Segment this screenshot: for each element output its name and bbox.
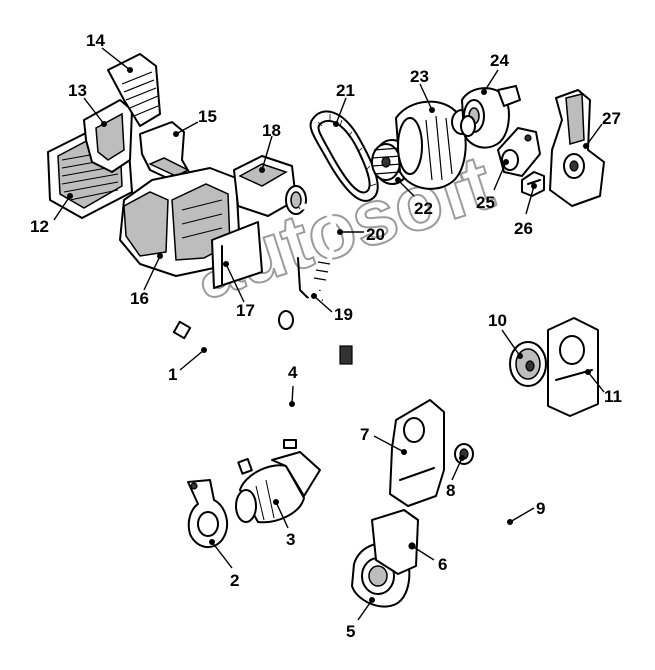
callout-8: 8: [446, 481, 455, 500]
engine-mount-bracket: [549, 89, 605, 207]
callout-13: 13: [68, 81, 87, 100]
breather-pipe: [278, 257, 323, 330]
callout-12: 12: [30, 217, 49, 236]
vacuum-pump: [235, 451, 321, 524]
callout-23: 23: [410, 67, 429, 86]
mounting-bracket: [211, 221, 263, 289]
callout-9: 9: [536, 499, 545, 518]
camshaft-sprocket: [509, 341, 547, 387]
middle-timing-cover: [389, 399, 445, 507]
callout-17: 17: [236, 301, 255, 320]
vacuum-hose: [254, 345, 353, 449]
intake-snorkel: [107, 53, 161, 127]
tensioner-bracket: [497, 127, 541, 177]
vacuum-pipe: [172, 320, 253, 475]
callout-2: 2: [230, 571, 239, 590]
intake-hose: [298, 203, 337, 291]
callout-numbers: 1 2 3 4 5 6 7 8 9 10 11 12 13 14 15 16 1…: [30, 31, 622, 641]
callout-3: 3: [286, 530, 295, 549]
callout-4: 4: [288, 363, 298, 382]
callout-19: 19: [334, 305, 353, 324]
callout-25: 25: [476, 193, 495, 212]
idler-roller: [454, 443, 474, 465]
callout-15: 15: [198, 107, 217, 126]
callout-11: 11: [604, 387, 622, 406]
callout-14: 14: [86, 31, 105, 50]
upper-timing-cover: [547, 317, 599, 417]
callout-16: 16: [130, 289, 149, 308]
pump-bracket: [187, 479, 229, 549]
callout-22: 22: [414, 199, 433, 218]
air-filter-housing: [119, 167, 241, 277]
callout-26: 26: [514, 219, 533, 238]
poly-v-belt: [309, 110, 379, 202]
intake-duct: [83, 99, 133, 173]
callout-6: 6: [438, 555, 447, 574]
callout-5: 5: [346, 622, 355, 641]
air-guide-bracket: [139, 121, 191, 183]
callout-7: 7: [360, 425, 369, 444]
timing-belt: [456, 370, 514, 537]
callout-20: 20: [366, 225, 385, 244]
callout-10: 10: [488, 311, 507, 330]
callout-1: 1: [168, 365, 177, 384]
air-flow-meter: [233, 155, 307, 217]
callout-21: 21: [336, 81, 355, 100]
callout-18: 18: [262, 121, 281, 140]
water-pump: [460, 85, 521, 149]
leader-lines: [53, 47, 605, 621]
callout-27: 27: [602, 109, 621, 128]
callout-24: 24: [490, 51, 509, 70]
